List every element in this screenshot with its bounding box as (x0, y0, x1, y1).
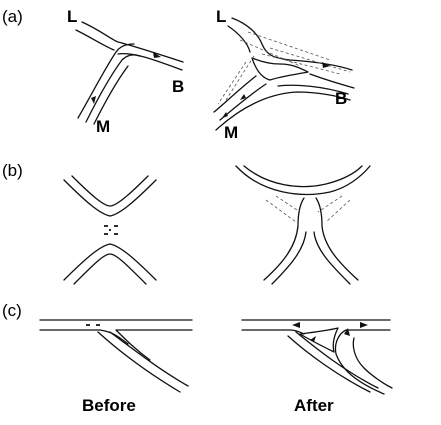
node-m-after: M (224, 123, 238, 142)
caption-after: After (294, 396, 334, 415)
caption-before: Before (82, 396, 136, 415)
arrow-c-loop (344, 328, 350, 336)
panel-b-before-diagram (63, 175, 157, 285)
node-l-before: L (67, 7, 77, 26)
panel-a-after-diagram (213, 17, 355, 131)
panel-c-before-diagram (39, 319, 193, 393)
panel-c-label: (c) (2, 301, 22, 320)
arrow-after-m (222, 112, 228, 118)
arrow-to-b (153, 52, 161, 58)
arrow-after-left (240, 94, 246, 100)
panel-c-after-diagram (241, 319, 393, 395)
arrow-c-diag (310, 336, 316, 342)
node-b-after: B (335, 89, 347, 108)
panel-b-after-diagram (235, 165, 371, 285)
panel-a-label: (a) (2, 7, 23, 26)
panel-b-label: (b) (2, 161, 23, 180)
arrow-from-m (91, 96, 96, 104)
node-l-after: L (216, 7, 226, 26)
arrow-after-upper (322, 62, 330, 68)
panel-a-before-diagram (75, 21, 184, 125)
arrow-c-right (360, 322, 368, 328)
arrow-c-left (292, 322, 300, 328)
node-m-before: M (96, 117, 110, 136)
node-b-before: B (172, 77, 184, 96)
